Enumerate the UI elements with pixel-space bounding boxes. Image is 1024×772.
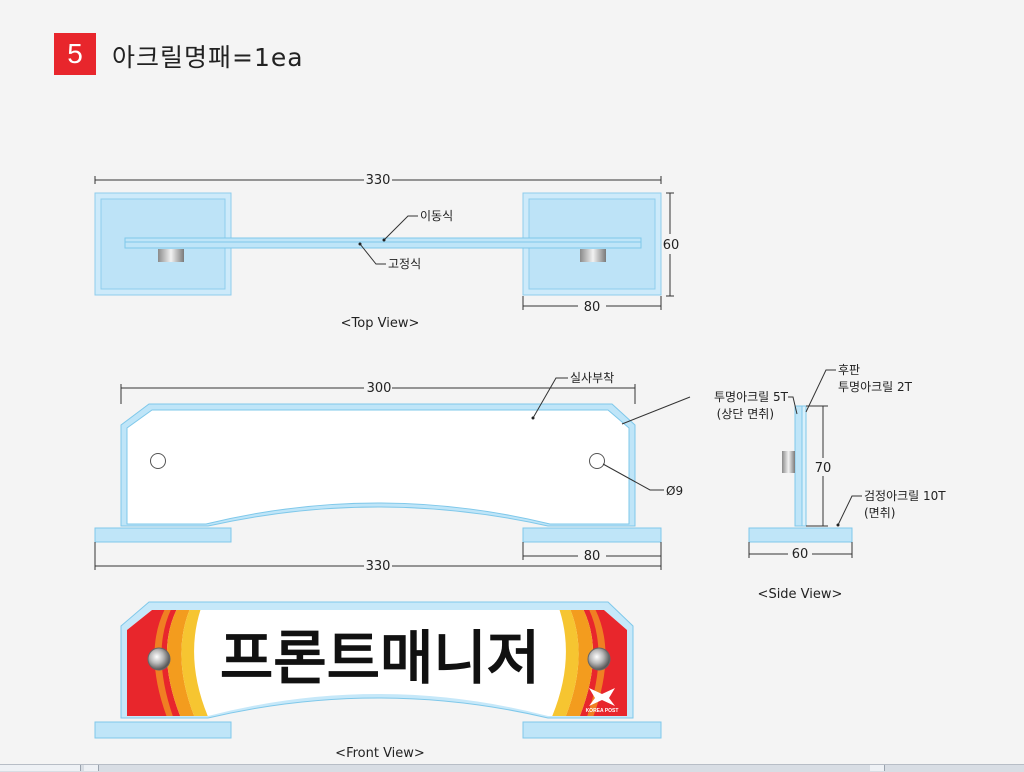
label-fixed: 고정식: [388, 257, 421, 271]
dim-front-top-label: 300: [367, 381, 392, 396]
leader-moving: [383, 215, 418, 241]
front-base-left: [94, 527, 232, 543]
render-base-left: [94, 721, 232, 739]
label-moving: 이동식: [420, 209, 453, 223]
dim-top-height: [666, 192, 674, 297]
korea-post-logo: KOREA POST: [586, 688, 619, 714]
front-print-area: [126, 409, 630, 525]
front-base-right: [522, 527, 662, 543]
leader-side-front: [788, 396, 798, 415]
front-view: 300 330 80 실사부착 Ø9: [94, 371, 691, 574]
label-back-acrylic-2: 투명아크릴 2T: [838, 380, 913, 394]
label-front-acrylic-1: 투명아크릴 5T: [714, 390, 789, 404]
scrollbar-segment[interactable]: [0, 765, 81, 771]
side-back-plate: [801, 405, 807, 527]
dim-front-base: [522, 542, 661, 560]
side-view: 투명아크릴 5T (상단 면취) 후판 투명아크릴 2T 70 검정아크릴 10…: [714, 363, 946, 602]
front-hole-left: [150, 453, 166, 469]
dim-side-base-label: 60: [792, 547, 809, 562]
dim-side-height: [806, 405, 828, 527]
page-title: 아크릴명패=1ea: [112, 43, 304, 72]
dim-front-base-label: 80: [584, 549, 601, 564]
front-hole-right: [589, 453, 605, 469]
dim-side-height-label: 70: [815, 461, 832, 476]
bottom-scrollbar[interactable]: [0, 764, 1024, 772]
label-base-2: (면취): [864, 506, 895, 520]
top-plate: [124, 237, 642, 249]
leader-front-acrylic: [621, 396, 691, 425]
render-screw-left: [147, 647, 171, 671]
svg-text:KOREA POST: KOREA POST: [586, 708, 619, 714]
dim-top-base-label: 80: [584, 300, 601, 315]
dim-front-top: [120, 384, 636, 404]
top-view: 330 60 80 이동식 고정식 <Top View>: [94, 173, 680, 331]
dim-front-bottom-label: 330: [366, 559, 391, 574]
leader-side-base: [837, 495, 862, 526]
label-hole: Ø9: [666, 484, 683, 498]
render-screw-right: [587, 647, 611, 671]
render-sign-text: 프론트매니저: [220, 624, 540, 692]
side-base: [748, 527, 853, 543]
dim-side-base: [748, 542, 853, 558]
top-view-caption: <Top View>: [341, 316, 420, 331]
scrollbar-button[interactable]: [84, 765, 99, 771]
dim-top-width-label: 330: [366, 173, 391, 188]
side-front-plate: [794, 405, 803, 527]
leader-print: [532, 377, 568, 419]
leader-fixed: [359, 243, 386, 265]
top-standoff-left: [158, 249, 184, 262]
leader-side-back: [805, 369, 836, 413]
dim-top-width: [94, 176, 662, 184]
dim-top-height-label: 60: [663, 238, 680, 253]
dim-top-base: [522, 296, 662, 310]
scrollbar-button-right[interactable]: [870, 765, 885, 771]
section-number-badge: 5: [54, 33, 96, 75]
top-standoff-right: [580, 249, 606, 262]
side-view-caption: <Side View>: [758, 587, 843, 602]
label-base-1: 검정아크릴 10T: [864, 489, 946, 503]
front-render: 프론트매니저 KOREA POST <Front View>: [94, 601, 662, 761]
render-base-right: [522, 721, 662, 739]
label-print: 실사부착: [570, 371, 614, 385]
side-standoff: [782, 451, 795, 473]
front-view-caption: <Front View>: [335, 746, 425, 761]
leader-hole: [602, 463, 664, 491]
label-front-acrylic-2: (상단 면취): [717, 407, 774, 421]
label-back-acrylic-1: 후판: [838, 363, 860, 377]
